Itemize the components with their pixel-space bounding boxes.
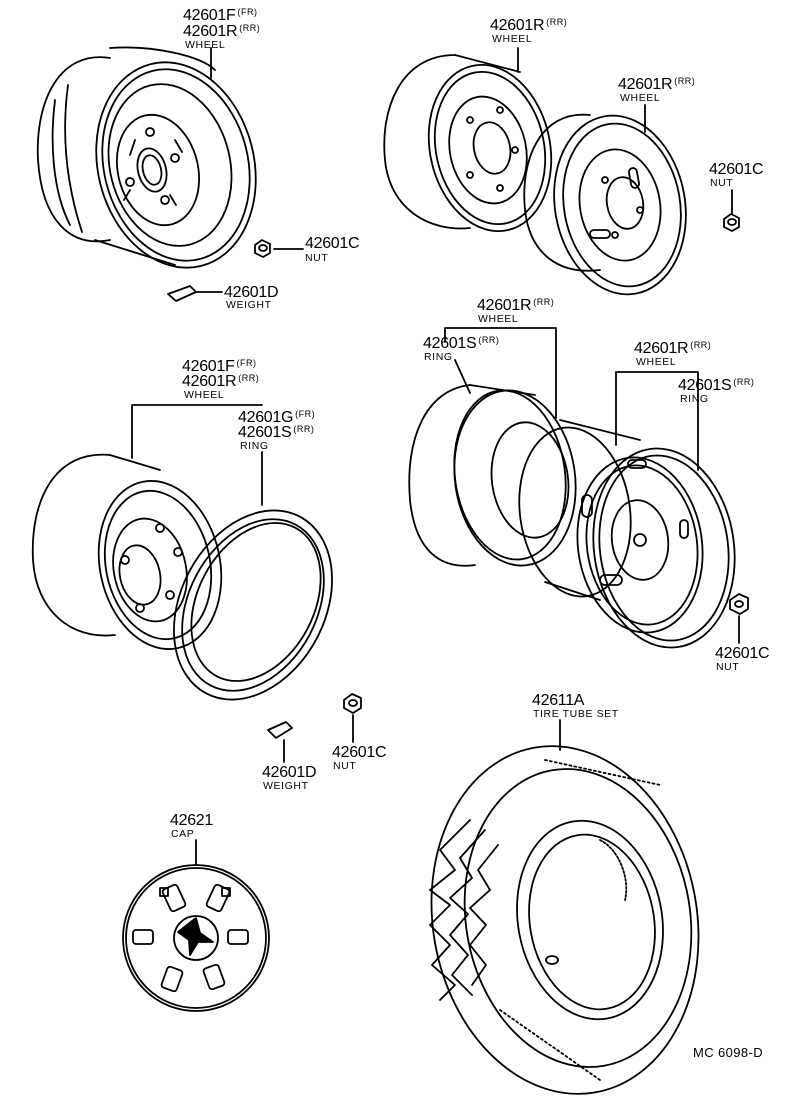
part-name-weight: WEIGHT	[226, 299, 272, 311]
part-name-wheel: WHEEL	[478, 313, 519, 325]
part-name-wheel: WHEEL	[620, 92, 661, 104]
part-name-nut: NUT	[333, 760, 357, 772]
nut-icon	[343, 693, 362, 714]
weight-icon	[167, 285, 197, 302]
part-number-nut: 42601C	[305, 235, 360, 252]
diagram-code: MC 6098-D	[693, 1045, 764, 1060]
part-number-wheel-rear: 42601R(RR)	[183, 23, 261, 40]
rear-wheel-outer-illustration	[523, 113, 687, 296]
part-number-weight: 42601D	[262, 764, 317, 781]
part-name-wheel: WHEEL	[184, 389, 225, 401]
part-number-cap: 42621	[170, 812, 213, 829]
nut-icon	[729, 593, 749, 615]
part-number-weight: 42601D	[224, 284, 279, 301]
disc-wheel-front-illustration	[36, 46, 257, 269]
rear-wheel-inner-illustration	[383, 54, 553, 233]
part-number-nut: 42601C	[715, 645, 770, 662]
tire-tube-illustration	[429, 719, 700, 1095]
leader-line	[444, 327, 740, 644]
part-name-nut: NUT	[710, 177, 734, 189]
part-number-wheel-rear: 42601R(RR)	[477, 297, 555, 314]
part-number-tire-tube-set: 42611A	[532, 692, 585, 709]
part-number-wheel-rear: 42601R(RR)	[634, 340, 712, 357]
part-number-ring-rear: 42601S(RR)	[423, 335, 500, 352]
leader-line	[131, 404, 354, 763]
part-number-wheel-front: 42601F(FR)	[183, 7, 258, 24]
hub-cap-illustration	[122, 839, 270, 1012]
lock-ring-illustration	[173, 509, 333, 701]
nut-icon	[723, 213, 740, 232]
part-name-ring: RING	[424, 351, 453, 363]
part-number-ring-rear: 42601S(RR)	[678, 377, 755, 394]
weight-icon	[267, 721, 293, 739]
part-name-tire-tube-set: TIRE TUBE SET	[533, 708, 619, 720]
part-number-ring-front: 42601G(FR)	[238, 409, 316, 426]
part-name-wheel: WHEEL	[492, 33, 533, 45]
part-name-nut: NUT	[305, 252, 329, 264]
part-name-wheel: WHEEL	[185, 39, 226, 51]
dual-rear-wheel-illustration	[408, 384, 736, 649]
part-number-wheel-rear: 42601R(RR)	[618, 76, 696, 93]
part-name-nut: NUT	[716, 661, 740, 673]
part-name-cap: CAP	[171, 828, 195, 840]
part-number-wheel-rear: 42601R(RR)	[490, 17, 568, 34]
part-number-nut: 42601C	[332, 744, 387, 761]
split-rim-wheel-illustration	[31, 453, 223, 650]
part-number-ring-rear: 42601S(RR)	[238, 424, 315, 441]
part-number-wheel-front: 42601F(FR)	[182, 358, 257, 375]
part-name-weight: WEIGHT	[263, 780, 309, 792]
leader-line	[517, 47, 733, 215]
part-name-wheel: WHEEL	[636, 356, 677, 368]
part-number-wheel-rear: 42601R(RR)	[182, 373, 260, 390]
part-number-nut: 42601C	[709, 161, 764, 178]
part-name-ring: RING	[240, 440, 269, 452]
leader-line	[196, 47, 304, 293]
part-name-ring: RING	[680, 393, 709, 405]
nut-icon	[254, 239, 271, 258]
